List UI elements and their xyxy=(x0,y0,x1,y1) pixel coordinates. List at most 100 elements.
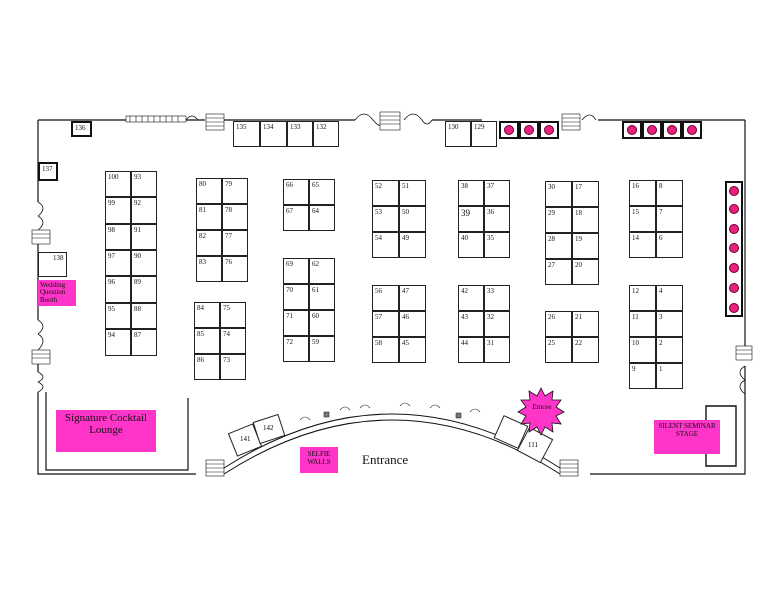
silent-seminar-stage[interactable]: SILENT SEMINAR STAGE xyxy=(654,420,720,454)
booth-38[interactable]: 38 xyxy=(458,180,484,206)
booth-85[interactable]: 85 xyxy=(194,328,220,354)
booth-29[interactable]: 29 xyxy=(545,207,572,233)
booth-95[interactable]: 95 xyxy=(105,303,131,329)
booth-37[interactable]: 37 xyxy=(484,180,510,206)
booth-100[interactable]: 100 xyxy=(105,171,131,197)
booth-8[interactable]: 8 xyxy=(656,180,683,206)
booth-77[interactable]: 77 xyxy=(222,230,248,256)
booth-75[interactable]: 75 xyxy=(220,302,246,328)
booth-4[interactable]: 4 xyxy=(656,285,683,311)
booth-134[interactable]: 134 xyxy=(260,121,287,147)
booth-9[interactable]: 9 xyxy=(629,363,656,389)
booth-58[interactable]: 58 xyxy=(372,337,399,363)
booth-28[interactable]: 28 xyxy=(545,233,572,259)
booth-30[interactable]: 30 xyxy=(545,181,572,207)
booth-33[interactable]: 33 xyxy=(484,285,510,311)
booth-50[interactable]: 50 xyxy=(399,206,426,232)
booth-10[interactable]: 10 xyxy=(629,337,656,363)
booth-87[interactable]: 87 xyxy=(131,329,157,356)
booth-42[interactable]: 42 xyxy=(458,285,484,311)
booth-56[interactable]: 56 xyxy=(372,285,399,311)
booth-6[interactable]: 6 xyxy=(656,232,683,258)
booth-66[interactable]: 66 xyxy=(283,179,309,205)
booth-32[interactable]: 32 xyxy=(484,311,510,337)
booth-31[interactable]: 31 xyxy=(484,337,510,363)
booth-39[interactable]: 39 xyxy=(458,206,484,232)
booth-79[interactable]: 79 xyxy=(222,178,248,204)
booth-76[interactable]: 76 xyxy=(222,256,248,282)
booth-80[interactable]: 80 xyxy=(196,178,222,204)
booth-64[interactable]: 64 xyxy=(309,205,335,231)
booth-84[interactable]: 84 xyxy=(194,302,220,328)
booth-20[interactable]: 20 xyxy=(572,259,599,285)
booth-82[interactable]: 82 xyxy=(196,230,222,256)
booth-49[interactable]: 49 xyxy=(399,232,426,258)
booth-96[interactable]: 96 xyxy=(105,276,131,303)
wedding-question-booth[interactable]: Wedding Question Booth xyxy=(38,280,76,306)
booth-70[interactable]: 70 xyxy=(283,284,309,310)
signature-cocktail-lounge[interactable]: Signature Cocktail Lounge xyxy=(56,410,156,452)
booth-98[interactable]: 98 xyxy=(105,224,131,250)
booth-47[interactable]: 47 xyxy=(399,285,426,311)
booth-7[interactable]: 7 xyxy=(656,206,683,232)
booth-129[interactable]: 129 xyxy=(471,121,497,147)
booth-60[interactable]: 60 xyxy=(309,310,335,336)
booth-17[interactable]: 17 xyxy=(572,181,599,207)
booth-45[interactable]: 45 xyxy=(399,337,426,363)
booth-138[interactable]: 138 xyxy=(38,252,67,277)
booth-88[interactable]: 88 xyxy=(131,303,157,329)
booth-51[interactable]: 51 xyxy=(399,180,426,206)
booth-130[interactable]: 130 xyxy=(445,121,471,147)
booth-137[interactable]: 137 xyxy=(38,162,58,181)
booth-25[interactable]: 25 xyxy=(545,337,572,363)
booth-53[interactable]: 53 xyxy=(372,206,399,232)
booth-36[interactable]: 36 xyxy=(484,206,510,232)
booth-62[interactable]: 62 xyxy=(309,258,335,284)
booth-59[interactable]: 59 xyxy=(309,336,335,362)
booth-54[interactable]: 54 xyxy=(372,232,399,258)
booth-43[interactable]: 43 xyxy=(458,311,484,337)
booth-97[interactable]: 97 xyxy=(105,250,131,276)
booth-21[interactable]: 21 xyxy=(572,311,599,337)
booth-78[interactable]: 78 xyxy=(222,204,248,230)
booth-11[interactable]: 11 xyxy=(629,311,656,337)
booth-22[interactable]: 22 xyxy=(572,337,599,363)
booth-74[interactable]: 74 xyxy=(220,328,246,354)
booth-40[interactable]: 40 xyxy=(458,232,484,258)
booth-35[interactable]: 35 xyxy=(484,232,510,258)
booth-89[interactable]: 89 xyxy=(131,276,157,303)
booth-86[interactable]: 86 xyxy=(194,354,220,380)
booth-65[interactable]: 65 xyxy=(309,179,335,205)
booth-2[interactable]: 2 xyxy=(656,337,683,363)
selfie-walls[interactable]: SELFIE WALLS xyxy=(300,447,338,473)
booth-69[interactable]: 69 xyxy=(283,258,309,284)
booth-12[interactable]: 12 xyxy=(629,285,656,311)
booth-16[interactable]: 16 xyxy=(629,180,656,206)
booth-19[interactable]: 19 xyxy=(572,233,599,259)
booth-52[interactable]: 52 xyxy=(372,180,399,206)
booth-44[interactable]: 44 xyxy=(458,337,484,363)
booth-71[interactable]: 71 xyxy=(283,310,309,336)
booth-133[interactable]: 133 xyxy=(287,121,313,147)
booth-90[interactable]: 90 xyxy=(131,250,157,276)
booth-14[interactable]: 14 xyxy=(629,232,656,258)
booth-15[interactable]: 15 xyxy=(629,206,656,232)
booth-46[interactable]: 46 xyxy=(399,311,426,337)
booth-72[interactable]: 72 xyxy=(283,336,309,362)
booth-91[interactable]: 91 xyxy=(131,224,157,250)
booth-18[interactable]: 18 xyxy=(572,207,599,233)
booth-73[interactable]: 73 xyxy=(220,354,246,380)
booth-3[interactable]: 3 xyxy=(656,311,683,337)
booth-132[interactable]: 132 xyxy=(313,121,339,147)
booth-136[interactable]: 136 xyxy=(71,121,92,137)
booth-81[interactable]: 81 xyxy=(196,204,222,230)
booth-57[interactable]: 57 xyxy=(372,311,399,337)
booth-83[interactable]: 83 xyxy=(196,256,222,282)
booth-99[interactable]: 99 xyxy=(105,197,131,224)
booth-94[interactable]: 94 xyxy=(105,329,131,356)
booth-27[interactable]: 27 xyxy=(545,259,572,285)
booth-67[interactable]: 67 xyxy=(283,205,309,231)
booth-61[interactable]: 61 xyxy=(309,284,335,310)
booth-26[interactable]: 26 xyxy=(545,311,572,337)
booth-1[interactable]: 1 xyxy=(656,363,683,389)
